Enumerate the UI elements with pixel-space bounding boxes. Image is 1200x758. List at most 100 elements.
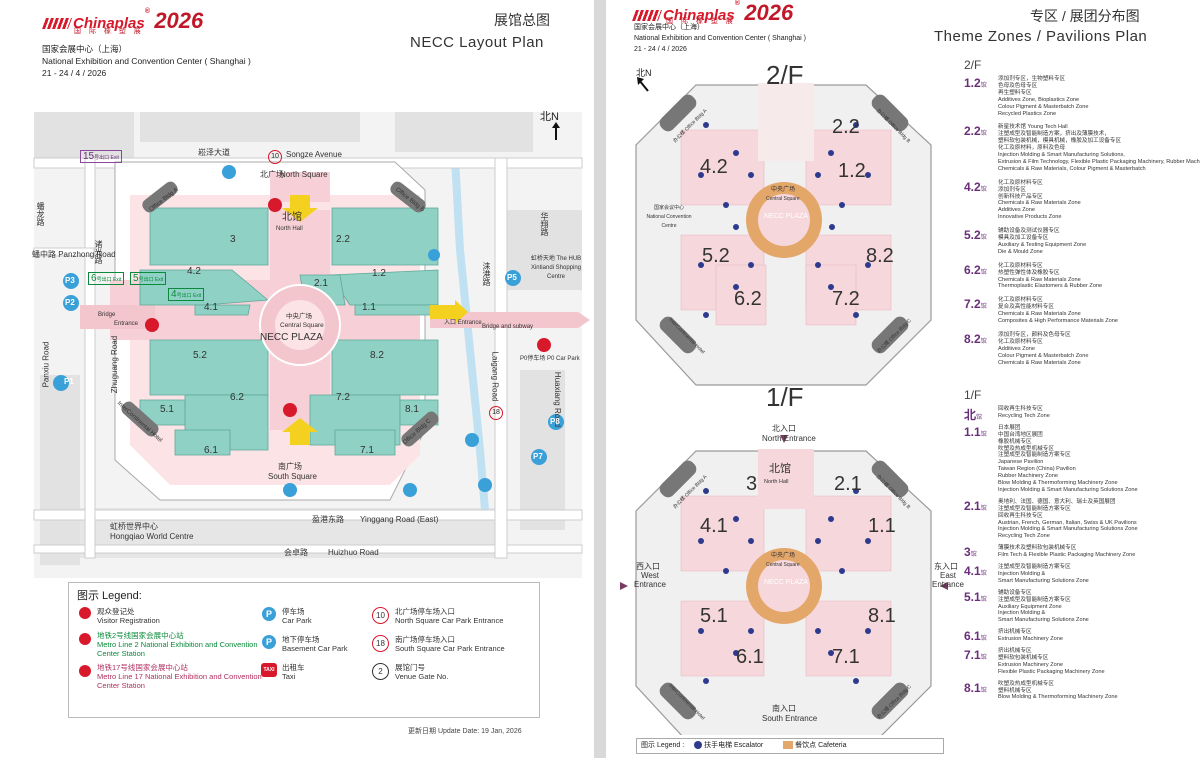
hongqiao-cn: 虹桥世界中心: [110, 522, 158, 531]
zone-line: Additives Zone: [998, 207, 1036, 214]
exit-6: 6号出口 Exit: [88, 272, 125, 285]
zone-line: 注塑成型及智能制造方案专区: [998, 505, 1071, 512]
north-hall-1f-cn: 北馆: [769, 463, 791, 475]
hall-label-7-1: 7.1: [360, 445, 374, 456]
zone-line: Composites & High Performance Materials …: [998, 318, 1119, 325]
theme-zones-page: Chinaplas® 2026 国 际 橡 塑 展 国家会展中心（上海） Nat…: [606, 0, 1200, 758]
zone-line: Extrusion Machinery Zone: [998, 636, 1063, 643]
zone-text: 日本展团中国台湾地区展团橡胶机械专区吹塑及热成型机械专区注塑成型及智能制造方案专…: [998, 425, 1138, 494]
road-zhuguang-cn: 诸光路: [94, 240, 103, 264]
zone-line: Extrusion & Film Technology, Flexible Pl…: [998, 158, 1200, 165]
park-p2-label: P2: [65, 298, 75, 307]
exit-4: 4号出口 Exit: [168, 288, 205, 301]
esc: [815, 172, 821, 178]
park-p2: [63, 295, 79, 311]
zone-line: Injection Molding &: [998, 570, 1046, 577]
west-entrance-en: West Entrance: [633, 571, 667, 589]
chinaplas-logo-right: Chinaplas® 2026: [631, 0, 793, 26]
park-s1: [403, 483, 417, 497]
north-entrance-cn: 北入口: [772, 424, 796, 433]
zone-line: Austrian, French, German, Italian, Swiss…: [998, 519, 1137, 526]
floor-1f-title: 1/F: [766, 382, 804, 412]
central-2f-cn: 中央广场: [771, 187, 796, 193]
zone-line: Blow Molding & Thermoforming Machinery Z…: [998, 480, 1118, 487]
zone-line: Japanese Pavilion: [998, 459, 1044, 466]
zone-line: 吹塑及热成型机械专区: [998, 445, 1054, 452]
intercontinental-1f: [659, 682, 697, 720]
road-laigang-en: Laigang Road: [490, 351, 500, 402]
legend-bpark-icon: P: [262, 635, 276, 649]
park-s4: [283, 483, 297, 497]
exit-15: 15号出口 Exit: [80, 150, 122, 163]
zone-hall-number: 5.2馆: [964, 228, 987, 243]
office-b-shape: [390, 181, 426, 213]
hall-4-2: [139, 269, 270, 306]
zone-line: Extrusion Machinery Zone: [998, 661, 1063, 668]
hall-2f-label-5-2: 5.2: [702, 245, 730, 267]
south-square-en: South Square: [268, 472, 317, 481]
east-arrow-yellow: [430, 300, 468, 324]
road-yinggang-en: Yinggang Road (East): [360, 515, 439, 524]
park-s3: [465, 433, 479, 447]
hall-1f-label-7-1: 7.1: [832, 646, 860, 668]
zone-line: 中国台湾地区展团: [998, 431, 1043, 438]
intercontinental-shape: [121, 401, 159, 437]
zone-line: Colour Pigment & Masterbatch Zone: [998, 352, 1089, 359]
hall-label-2-1: 2.1: [314, 278, 328, 289]
hall-2f-7-2: [805, 264, 857, 326]
zone-hall-number: 1.2馆: [964, 76, 987, 90]
logo-subtitle: 国 际 橡 塑 展: [74, 28, 144, 35]
reg-south: [283, 403, 297, 417]
legend-park-icon: P: [262, 607, 276, 621]
intercontinental-2f: [659, 316, 697, 354]
road-huaxiang-cn: 华翔路: [540, 212, 549, 236]
hall-2f-label-2-2: 2.2: [832, 116, 860, 138]
hall-2-2: [331, 207, 439, 266]
zone-hall-number: 4.1馆: [964, 564, 987, 578]
zone-line: 吹塑及热成型机械专区: [998, 680, 1054, 687]
hall-label-2-2: 2.2: [336, 234, 350, 245]
zone-line: Recycling Tech Zone: [998, 533, 1050, 540]
north-hall-en: North Hall: [276, 226, 303, 232]
north-square-cn: 北广场: [260, 170, 284, 179]
office-c-shape: [401, 411, 439, 447]
central-inner: [275, 300, 325, 350]
office-a-2f: [659, 94, 697, 132]
zone-line: Die & Mould Zone: [998, 248, 1043, 255]
page-title-en-right: Theme Zones / Pavilions Plan: [934, 28, 1148, 45]
hall-label-4-1: 4.1: [204, 302, 218, 313]
dates: 21 - 24 / 4 / 2026: [42, 68, 107, 78]
south-entrance-cn: 南入口: [772, 704, 796, 713]
hall-label-8-2: 8.2: [370, 350, 384, 361]
north-square-en: North Square: [280, 170, 328, 179]
zone-line: Injection Molding & Smart Manufacturing …: [998, 486, 1138, 493]
central-cn: 中央广场: [286, 313, 312, 320]
logo-mark-icon: [631, 10, 663, 22]
esc: [698, 172, 704, 178]
north-indicator-right: 北N: [636, 68, 652, 78]
reg-north: [268, 198, 282, 212]
north-indicator: 北N: [540, 111, 559, 123]
reg-west: [145, 318, 159, 332]
central-1f-en: Central Square: [766, 562, 800, 568]
zone-line: 化工及原材料专区: [998, 297, 1043, 304]
legend-taxi-icon: TAXI: [261, 663, 277, 677]
road-zhuguang-en: Zhuguang Road: [110, 335, 120, 394]
hall-7-1: [334, 429, 396, 456]
hall-2f-label-1-2: 1.2: [838, 160, 866, 182]
logo-mark-icon: [41, 18, 73, 30]
legend-gate-icon: 2: [372, 663, 389, 680]
hall-1f-8-1: [805, 600, 892, 677]
zone-line: Auxiliary & Testing Equipment Zone: [998, 241, 1087, 248]
hub-label: 虹桥天地 The HUB Xintiandi Shopping Centre: [530, 256, 582, 280]
zone-line: 奥地利、法国、德国、意大利、瑞士及英国展团: [998, 498, 1116, 505]
park-p5: [505, 270, 521, 286]
zone-line: 注塑成型及智能制造方案专区: [998, 452, 1071, 459]
